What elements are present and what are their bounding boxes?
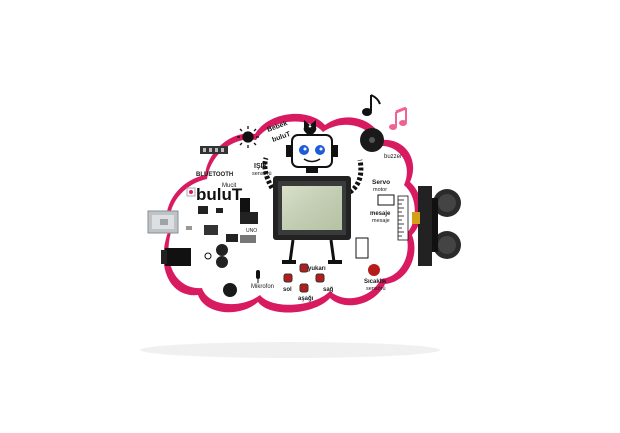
direction-buttons	[283, 263, 325, 293]
button-right-label: sağ	[323, 287, 334, 293]
temperature-label: Sıcaklık	[364, 279, 387, 285]
servo-icon	[377, 194, 395, 206]
light-sensor-sub: sensörü	[252, 171, 272, 177]
lcd-display	[278, 181, 346, 235]
heart-icon	[303, 125, 317, 137]
ruler-graphic	[397, 195, 409, 241]
servo-label: Servo	[372, 179, 390, 186]
sun-icon	[237, 126, 259, 148]
bluetooth-module	[200, 146, 228, 154]
music-note-icon	[389, 106, 407, 130]
power-jack	[161, 248, 191, 266]
chip-component	[198, 206, 208, 214]
usb-port	[147, 210, 179, 234]
button-up	[299, 263, 309, 273]
capacitor	[216, 244, 228, 256]
board-shadow	[140, 342, 440, 358]
brand-logo-text: buluT	[196, 185, 243, 204]
ultrasonic-sensor	[412, 186, 461, 266]
message-sub: mesaje	[372, 218, 390, 224]
button-left	[283, 273, 293, 283]
temperature-sub: sensörü	[366, 286, 386, 292]
button-left-label: sol	[283, 287, 292, 293]
microphone-label: Mikrofon	[251, 284, 274, 290]
buzzer-label: buzzer	[384, 154, 402, 160]
light-sensor-label: IŞIK	[254, 163, 268, 170]
bluetooth-label: BLUETOOTH	[196, 172, 233, 178]
microcontroller-chip	[240, 212, 258, 224]
button-down	[299, 283, 309, 293]
microphone-icon	[256, 270, 260, 283]
temperature-sensor	[368, 264, 380, 276]
speaker-component	[223, 283, 237, 297]
message-label: mesaje	[370, 211, 391, 217]
button-up-label: yukarı	[308, 266, 326, 272]
pin-header	[240, 198, 250, 212]
servo-sub: motor	[373, 187, 387, 193]
brand-small-text: Mucit	[222, 183, 237, 189]
button-down-label: aşağı	[298, 296, 314, 302]
board-label: UNO	[246, 228, 257, 234]
button-right	[315, 273, 325, 283]
music-note-icon	[362, 94, 381, 116]
led-icon	[355, 237, 369, 259]
